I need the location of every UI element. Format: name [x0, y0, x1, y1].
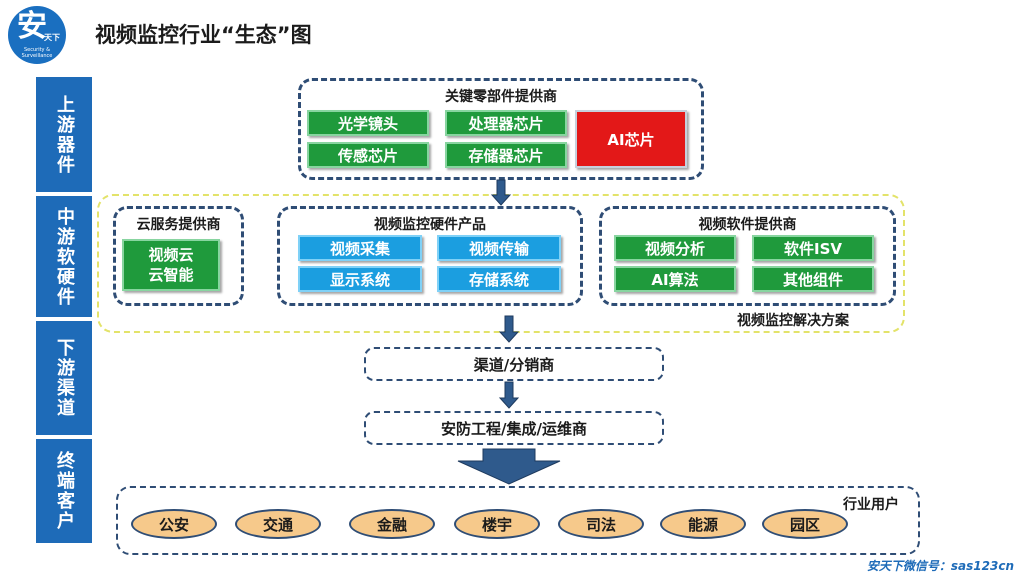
- item-video-capture: 视频采集: [298, 235, 422, 261]
- customer-energy: 能源: [660, 509, 746, 539]
- item-sensor-chip: 传感芯片: [307, 142, 429, 168]
- item-video-cloud: 视频云 云智能: [122, 239, 220, 291]
- software-group: [599, 206, 896, 306]
- item-software-isv: 软件ISV: [752, 235, 874, 261]
- integrator-box: 安防工程/集成/运维商: [364, 411, 664, 445]
- arrow-down-icon: [457, 448, 561, 485]
- customer-public-security: 公安: [131, 509, 217, 539]
- item-processor-chip: 处理器芯片: [445, 110, 567, 136]
- customers-label: 行业用户: [843, 497, 899, 513]
- page-title: 视频监控行业“生态”图: [95, 23, 312, 47]
- item-optical-lens: 光学镜头: [307, 110, 429, 136]
- arrow-down-icon: [498, 381, 520, 409]
- item-ai-chip: AI芯片: [575, 110, 687, 168]
- hardware-label: 视频监控硬件产品: [374, 217, 486, 233]
- software-label: 视频软件提供商: [698, 217, 797, 233]
- item-video-transmission: 视频传输: [437, 235, 561, 261]
- arrow-down-icon: [498, 315, 520, 343]
- sidebar-downstream: 下游渠道: [36, 321, 92, 435]
- upstream-label: 关键零部件提供商: [445, 89, 557, 105]
- item-storage-system: 存储系统: [437, 266, 561, 292]
- item-other-components: 其他组件: [752, 266, 874, 292]
- solution-label: 视频监控解决方案: [737, 313, 849, 329]
- customer-finance: 金融: [349, 509, 435, 539]
- sidebar-customers: 终端客户: [36, 439, 92, 543]
- sidebar-midstream: 中游软硬件: [36, 196, 92, 317]
- customer-judiciary: 司法: [558, 509, 644, 539]
- cloud-label: 云服务提供商: [136, 217, 221, 233]
- item-video-analysis: 视频分析: [614, 235, 736, 261]
- arrow-down-icon: [490, 179, 512, 206]
- footer-wechat: 安天下微信号：sas123cn: [866, 559, 1014, 573]
- hardware-group: [277, 206, 583, 306]
- channel-box: 渠道/分销商: [364, 347, 664, 381]
- item-ai-algorithm: AI算法: [614, 266, 736, 292]
- customer-buildings: 楼宇: [454, 509, 540, 539]
- item-memory-chip: 存储器芯片: [445, 142, 567, 168]
- logo-char: 安: [17, 9, 47, 44]
- cloud-group: [113, 206, 244, 306]
- logo-small: 天下: [44, 33, 60, 42]
- customers-group: [116, 486, 920, 555]
- logo-subtitle: Security & Surveillance: [21, 47, 53, 59]
- item-display-system: 显示系统: [298, 266, 422, 292]
- logo: 安 天下 Security & Surveillance: [8, 6, 66, 64]
- customer-transportation: 交通: [235, 509, 321, 539]
- customer-park: 园区: [762, 509, 848, 539]
- sidebar-upstream: 上游器件: [36, 77, 92, 192]
- upstream-group: [298, 78, 704, 180]
